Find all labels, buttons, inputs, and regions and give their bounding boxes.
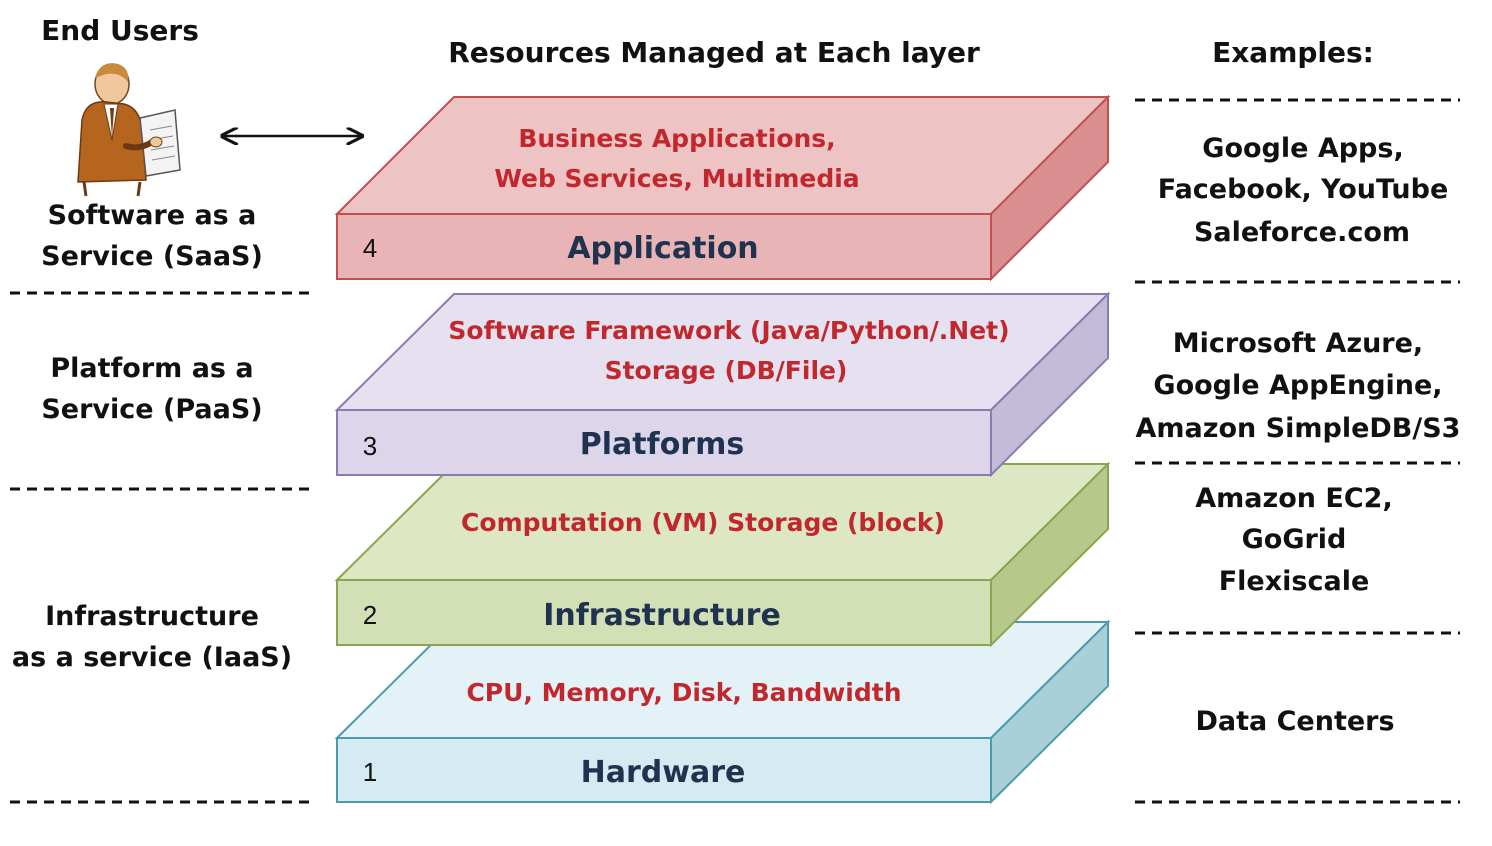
service-iaas: Infrastructure as a service (IaaS)	[12, 601, 292, 673]
layer-name: Application	[567, 231, 758, 266]
service-label-line1: Platform as a	[50, 353, 253, 384]
service-saas: Software as a Service (SaaS)	[41, 200, 263, 272]
example-line: Data Centers	[1195, 706, 1394, 737]
resource-line: Software Framework (Java/Python/.Net)	[448, 316, 1009, 345]
layer-number: 2	[363, 600, 377, 630]
service-paas: Platform as a Service (PaaS)	[41, 353, 262, 425]
layer-number: 1	[363, 757, 377, 787]
example-line: Amazon SimpleDB/S3	[1136, 413, 1461, 444]
resources-header: Resources Managed at Each layer	[448, 36, 980, 69]
example-line: Microsoft Azure,	[1173, 328, 1423, 359]
example-line: Amazon EC2,	[1195, 483, 1392, 514]
service-label-line1: Infrastructure	[45, 601, 259, 632]
example-line: GoGrid	[1242, 524, 1347, 555]
service-label-line2: Service (PaaS)	[41, 394, 262, 425]
resource-line: CPU, Memory, Disk, Bandwidth	[466, 678, 901, 707]
resource-line: Business Applications,	[518, 124, 835, 153]
resource-line: Computation (VM) Storage (block)	[461, 508, 945, 537]
layer-name: Hardware	[581, 755, 746, 790]
layer-name: Platforms	[580, 427, 744, 462]
example-line: Flexiscale	[1219, 566, 1370, 597]
service-label-line2: Service (SaaS)	[41, 241, 263, 272]
example-line: Facebook, YouTube	[1158, 174, 1449, 205]
resource-line: Web Services, Multimedia	[494, 164, 859, 193]
office-worker-icon	[77, 63, 181, 197]
end-users-label: End Users	[41, 14, 199, 47]
example-line: Google AppEngine,	[1153, 370, 1442, 401]
examples-infrastructure: Amazon EC2, GoGrid Flexiscale	[1195, 483, 1392, 597]
example-line: Google Apps,	[1202, 133, 1403, 164]
examples-header: Examples:	[1212, 36, 1374, 69]
service-label-line2: as a service (IaaS)	[12, 642, 292, 673]
service-label-line1: Software as a	[48, 200, 257, 231]
examples-application: Google Apps, Facebook, YouTube Saleforce…	[1158, 133, 1449, 248]
layer-infrastructure: Computation (VM) Storage (block) 2 Infra…	[334, 461, 1111, 648]
layer-hardware: CPU, Memory, Disk, Bandwidth 1 Hardware	[334, 619, 1111, 805]
layer-application: Business Applications, Web Services, Mul…	[334, 94, 1111, 282]
layer-number: 3	[363, 431, 377, 461]
examples-hardware: Data Centers	[1195, 706, 1394, 737]
layer-number: 4	[363, 233, 377, 263]
resource-line: Storage (DB/File)	[605, 356, 848, 385]
examples-platforms: Microsoft Azure, Google AppEngine, Amazo…	[1136, 328, 1461, 444]
example-line: Saleforce.com	[1194, 217, 1410, 248]
layer-platforms: Software Framework (Java/Python/.Net) St…	[334, 291, 1111, 478]
layer-name: Infrastructure	[543, 598, 781, 633]
